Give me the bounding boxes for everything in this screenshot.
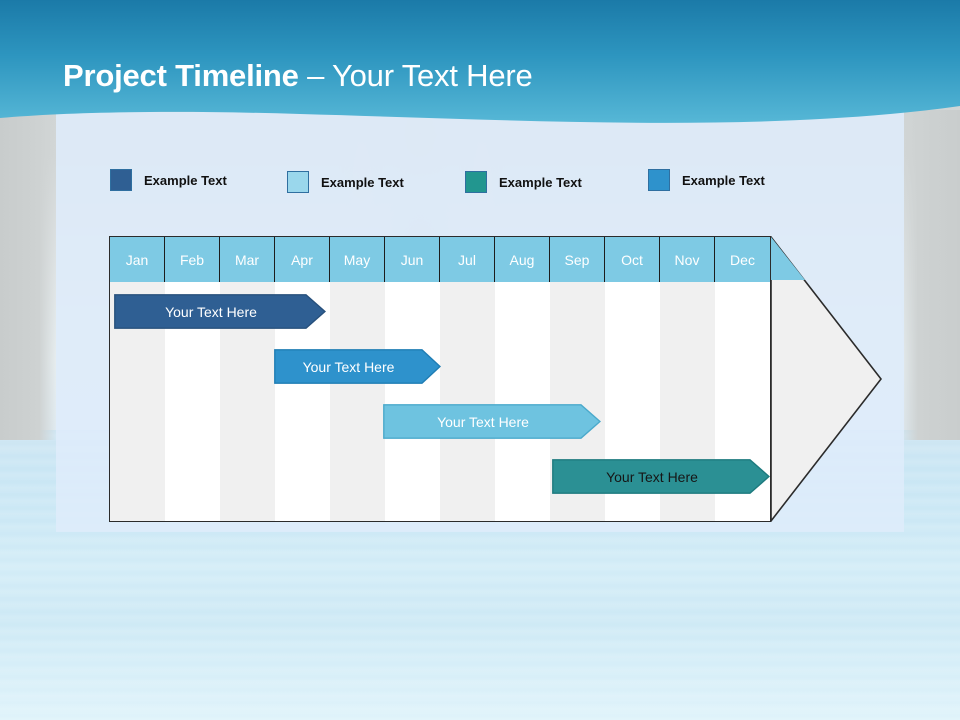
legend-swatch-1 xyxy=(110,169,132,191)
task-bar-1-label: Your Text Here xyxy=(165,303,257,320)
grid-column-aug xyxy=(495,237,550,521)
legend-label-4: Example Text xyxy=(682,172,765,188)
month-cell-apr[interactable]: Apr xyxy=(275,237,330,282)
legend-swatch-2 xyxy=(287,171,309,193)
grid-column-mar xyxy=(220,237,275,521)
legend-label-3: Example Text xyxy=(499,174,582,190)
header-banner xyxy=(0,0,960,132)
legend-label-1: Example Text xyxy=(144,172,227,188)
legend-swatch-4 xyxy=(648,169,670,191)
legend-swatch-3 xyxy=(465,171,487,193)
legend-label-2: Example Text xyxy=(321,174,404,190)
legend-item-1[interactable]: Example Text xyxy=(110,169,227,191)
legend-item-3[interactable]: Example Text xyxy=(465,171,582,193)
month-cell-mar[interactable]: Mar xyxy=(220,237,275,282)
background-left-strip xyxy=(0,110,56,440)
task-bar-3-label: Your Text Here xyxy=(437,413,529,430)
month-cell-sep[interactable]: Sep xyxy=(550,237,605,282)
month-cell-aug[interactable]: Aug xyxy=(495,237,550,282)
grid-column-jan xyxy=(110,237,165,521)
grid-column-jul xyxy=(440,237,495,521)
task-bar-2-label: Your Text Here xyxy=(302,358,395,375)
grid-column-feb xyxy=(165,237,220,521)
page-title-light: Your Text Here xyxy=(332,58,533,93)
task-bar-3[interactable]: Your Text Here xyxy=(383,404,601,439)
timeline-arrow-head xyxy=(770,234,883,524)
legend-item-2[interactable]: Example Text xyxy=(287,171,404,193)
task-bar-4-label: Your Text Here xyxy=(606,468,698,485)
page-title-bold: Project Timeline xyxy=(63,58,299,93)
month-cell-nov[interactable]: Nov xyxy=(660,237,715,282)
legend-item-4[interactable]: Example Text xyxy=(648,169,765,191)
month-cell-dec[interactable]: Dec xyxy=(715,237,770,282)
task-bar-1[interactable]: Your Text Here xyxy=(114,294,326,329)
page-title: Project Timeline – Your Text Here xyxy=(63,60,533,91)
month-cell-may[interactable]: May xyxy=(330,237,385,282)
task-bar-2[interactable]: Your Text Here xyxy=(274,349,441,384)
task-bar-4[interactable]: Your Text Here xyxy=(552,459,770,494)
month-cell-jul[interactable]: Jul xyxy=(440,237,495,282)
month-cell-feb[interactable]: Feb xyxy=(165,237,220,282)
page-title-separator: – xyxy=(298,58,333,93)
month-cell-jan[interactable]: Jan xyxy=(110,237,165,282)
background-right-strip xyxy=(900,110,960,440)
month-cell-oct[interactable]: Oct xyxy=(605,237,660,282)
month-cell-jun[interactable]: Jun xyxy=(385,237,440,282)
